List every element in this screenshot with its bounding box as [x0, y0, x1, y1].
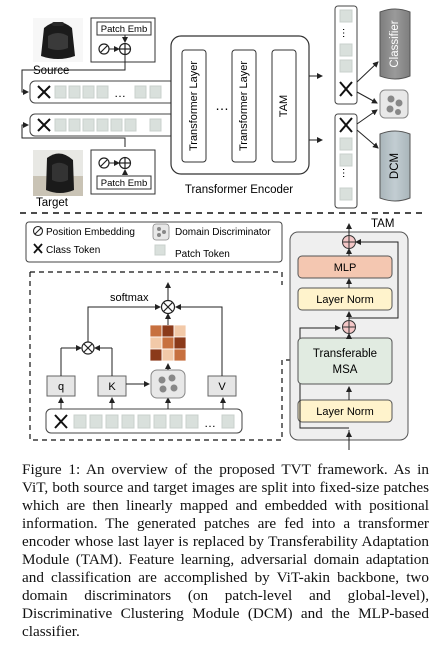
target-label: Target — [36, 197, 69, 209]
layer-norm-bottom-label: Layer Norm — [316, 406, 373, 418]
source-label: Source — [33, 65, 69, 77]
target-patch-emb-label: Patch Emb — [101, 178, 147, 189]
softmax-label: softmax — [110, 292, 149, 304]
key-label: K — [108, 381, 116, 393]
legend-class-token-icon — [33, 243, 43, 254]
source-position-embedding-icon — [98, 43, 110, 55]
legend-box — [25, 221, 283, 263]
classifier-label: Classifier — [389, 20, 401, 67]
source-token-sequence: … — [29, 80, 176, 104]
transformer-layer-1-label: Transformer Layer — [188, 61, 200, 151]
target-patch-emb-box — [96, 175, 152, 190]
source-image — [33, 18, 83, 62]
source-patch-emb-box — [96, 21, 152, 36]
tam-layer — [271, 49, 297, 163]
transformer-layer-n — [231, 49, 257, 163]
figure-caption: Figure 1: An overview of the proposed TV… — [22, 461, 429, 640]
mlp-block — [297, 255, 393, 279]
mlp-label: MLP — [334, 262, 357, 274]
transferable-msa-label-1: Transferable — [313, 348, 377, 360]
transformer-encoder-label: Transformer Encoder — [185, 184, 293, 196]
transferable-msa-block — [297, 337, 393, 385]
target-token-sequence — [29, 113, 176, 137]
tam-title: TAM — [371, 218, 394, 230]
domain-discriminator-icon — [379, 89, 409, 119]
qk-multiply-icon — [81, 341, 95, 355]
attention-detail-frame — [29, 271, 300, 441]
legend-domain-discriminator-icon — [152, 223, 170, 241]
layer-norm-top — [297, 287, 393, 311]
svg-text:…: … — [340, 168, 352, 179]
legend-class-token: Class Token — [46, 245, 100, 256]
patch-domain-discriminator-icon — [150, 369, 186, 399]
transformer-layer-n-label: Transformer Layer — [238, 61, 250, 151]
framework-figure: Source Patch Emb … — [20, 5, 425, 450]
source-output-column: … — [334, 5, 358, 105]
legend-patch-token-icon — [154, 244, 166, 256]
legend-domain-discriminator: Domain Discriminator — [175, 227, 271, 238]
target-add-icon — [118, 156, 132, 170]
target-image — [33, 150, 83, 196]
residual-add-upper-icon — [342, 235, 356, 249]
dcm-label: DCM — [389, 153, 401, 179]
layer-norm-bottom — [297, 399, 393, 423]
layer-norm-top-label: Layer Norm — [316, 294, 373, 306]
residual-add-lower-icon — [342, 320, 356, 334]
attention-token-sequence: … — [45, 408, 243, 434]
target-position-embedding-icon — [98, 157, 110, 169]
layers-ellipsis: … — [215, 97, 229, 113]
query-label: q — [58, 381, 64, 393]
dcm-block — [379, 130, 411, 202]
softmax-multiply-icon — [160, 299, 176, 315]
source-patch-emb-label: Patch Emb — [101, 24, 147, 35]
transformer-layer-1 — [181, 49, 207, 163]
legend-position-embedding: Position Embedding — [46, 227, 135, 238]
value-label: V — [218, 381, 226, 393]
class-token-icon — [37, 85, 51, 99]
legend-patch-token: Patch Token — [175, 249, 230, 260]
transferable-msa-label-2: MSA — [333, 364, 358, 376]
tam-layer-label: TAM — [278, 95, 290, 117]
class-token-icon — [37, 118, 51, 132]
source-add-icon — [118, 42, 132, 56]
source-ellipsis: … — [114, 86, 126, 100]
classifier-block — [379, 8, 411, 80]
svg-text:…: … — [340, 28, 352, 39]
attention-heatmap — [149, 324, 187, 362]
svg-text:…: … — [204, 416, 216, 430]
target-output-column: … — [334, 113, 358, 209]
position-embedding-icon — [32, 225, 44, 237]
